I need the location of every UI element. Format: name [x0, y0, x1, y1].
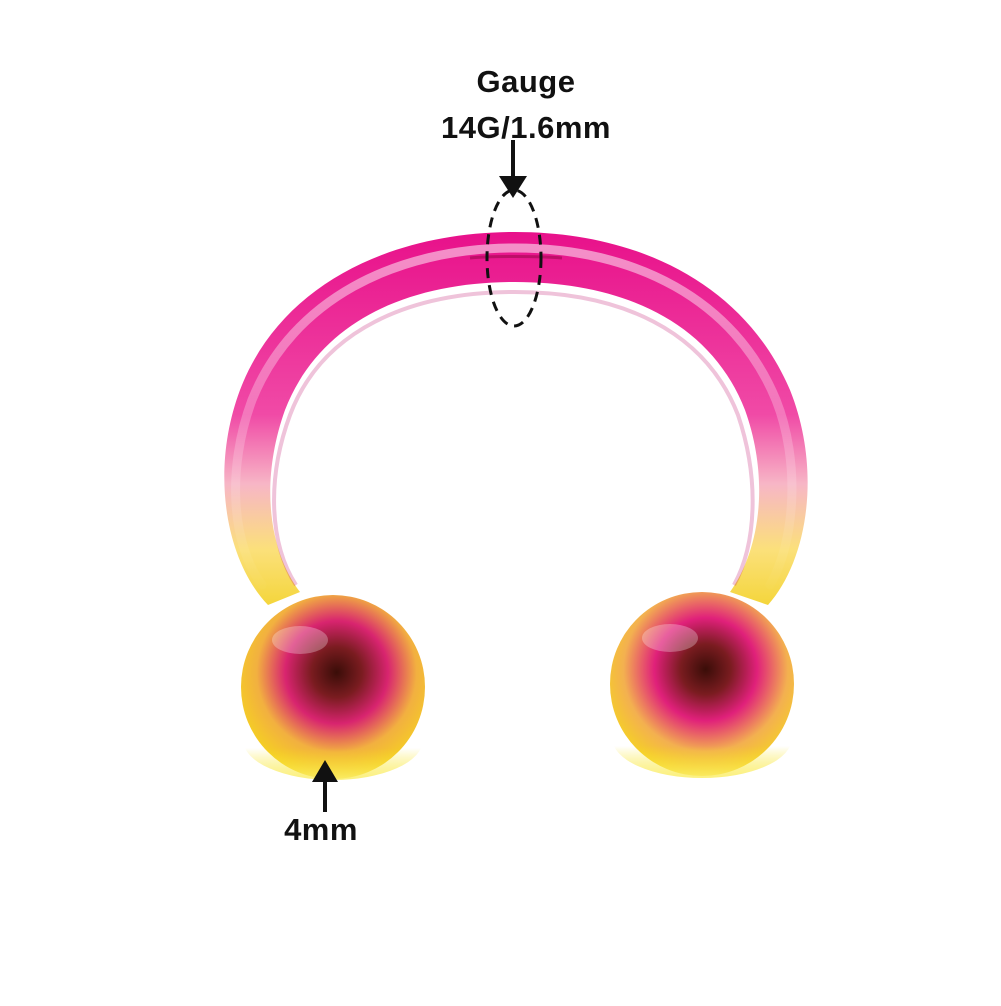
- arrow-up-icon: [312, 760, 338, 812]
- gauge-value-label: 14G/1.6mm: [441, 110, 611, 145]
- left-ball: [241, 595, 425, 780]
- right-ball: [610, 592, 794, 778]
- gauge-marker-dashed-ellipse-icon: [485, 188, 543, 328]
- gauge-title-label: Gauge: [476, 64, 576, 99]
- horseshoe-ring: [224, 232, 808, 605]
- arrow-down-icon: [499, 140, 527, 198]
- ball-size-label: 4mm: [284, 812, 358, 847]
